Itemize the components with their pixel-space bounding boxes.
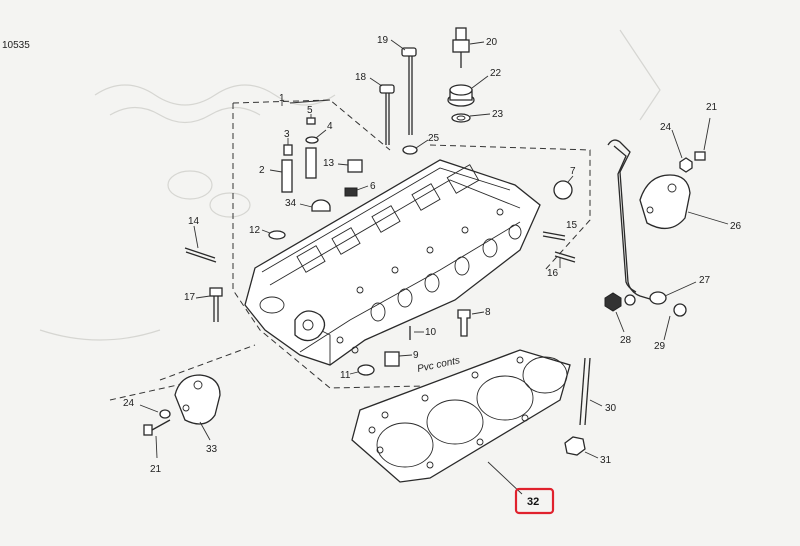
label-4: 4	[327, 121, 333, 132]
part-6	[344, 185, 369, 197]
label-12: 12	[249, 225, 261, 236]
cylinder-head	[244, 159, 541, 366]
label-21a: 21	[706, 102, 718, 113]
label-21b: 21	[150, 464, 162, 475]
label-31: 31	[600, 455, 612, 466]
part-18	[369, 77, 395, 145]
part-32-gasket	[351, 349, 571, 495]
label-27: 27	[699, 275, 711, 286]
label-19: 19	[377, 35, 389, 46]
label-10: 10	[425, 327, 437, 338]
part-34	[299, 199, 331, 212]
part-29	[624, 294, 687, 341]
handwritten-note: Pvc conts	[416, 355, 461, 375]
part-20	[452, 27, 485, 68]
part-24-right	[671, 129, 693, 173]
part-15	[542, 231, 566, 241]
part-11	[349, 364, 375, 376]
part-14	[184, 225, 217, 263]
part-31	[564, 436, 599, 459]
part-4	[305, 129, 327, 144]
label-29: 29	[654, 341, 666, 352]
label-26: 26	[730, 221, 742, 232]
label-13: 13	[323, 158, 335, 169]
label-11: 11	[340, 370, 351, 381]
part-16	[554, 251, 576, 268]
label-1: 1	[279, 93, 285, 104]
label-5: 5	[307, 105, 313, 116]
label-3: 3	[284, 129, 290, 140]
highlight-callout-32[interactable]: 32	[514, 487, 555, 515]
highlight-box	[514, 487, 555, 515]
part-12	[261, 229, 286, 240]
part-23	[451, 113, 491, 123]
label-33: 33	[206, 444, 218, 455]
valve-parts	[261, 27, 574, 240]
label-24a: 24	[660, 122, 672, 133]
part-30	[579, 357, 603, 426]
head-bosses	[296, 164, 480, 273]
part-5	[306, 114, 316, 125]
label-24b: 24	[123, 398, 135, 409]
label-20: 20	[486, 37, 498, 48]
part-22	[447, 75, 489, 107]
part-7	[553, 175, 574, 200]
label-18: 18	[355, 72, 367, 83]
part-25	[402, 139, 429, 155]
fasteners	[184, 225, 576, 376]
label-14: 14	[188, 216, 200, 227]
head-face-holes	[259, 208, 522, 354]
label-28: 28	[620, 335, 632, 346]
label-7: 7	[570, 166, 576, 177]
part-28	[604, 292, 625, 333]
part-10	[409, 326, 424, 340]
label-2: 2	[259, 165, 265, 176]
part-19	[390, 39, 417, 135]
part-26	[639, 174, 729, 230]
part-9	[384, 351, 413, 367]
label-9: 9	[413, 350, 419, 361]
label-15: 15	[566, 220, 578, 231]
part-33	[174, 374, 221, 441]
label-17: 17	[184, 292, 196, 303]
label-34: 34	[285, 198, 297, 209]
label-23: 23	[492, 109, 504, 120]
reference-code: 10535	[2, 40, 30, 51]
part-labels: 1 2 3 4 5 6 7 8 9 10 11 12 13 14 15 16 1…	[123, 35, 742, 475]
part-3	[283, 138, 293, 156]
part-24-left	[139, 404, 171, 419]
part-21-right	[694, 117, 711, 161]
label-22: 22	[490, 68, 502, 79]
cylinder-head-assembly-boundary	[109, 99, 591, 401]
part-8	[457, 309, 485, 337]
label-30: 30	[605, 403, 617, 414]
valve-guide	[269, 147, 317, 193]
label-32: 32	[527, 496, 539, 508]
part-21-left	[143, 419, 171, 459]
label-25: 25	[428, 133, 440, 144]
label-8: 8	[485, 307, 491, 318]
label-6: 6	[370, 181, 376, 192]
part-13	[337, 159, 363, 173]
part-17	[195, 287, 223, 322]
part-27	[607, 139, 697, 305]
label-16: 16	[547, 268, 559, 279]
